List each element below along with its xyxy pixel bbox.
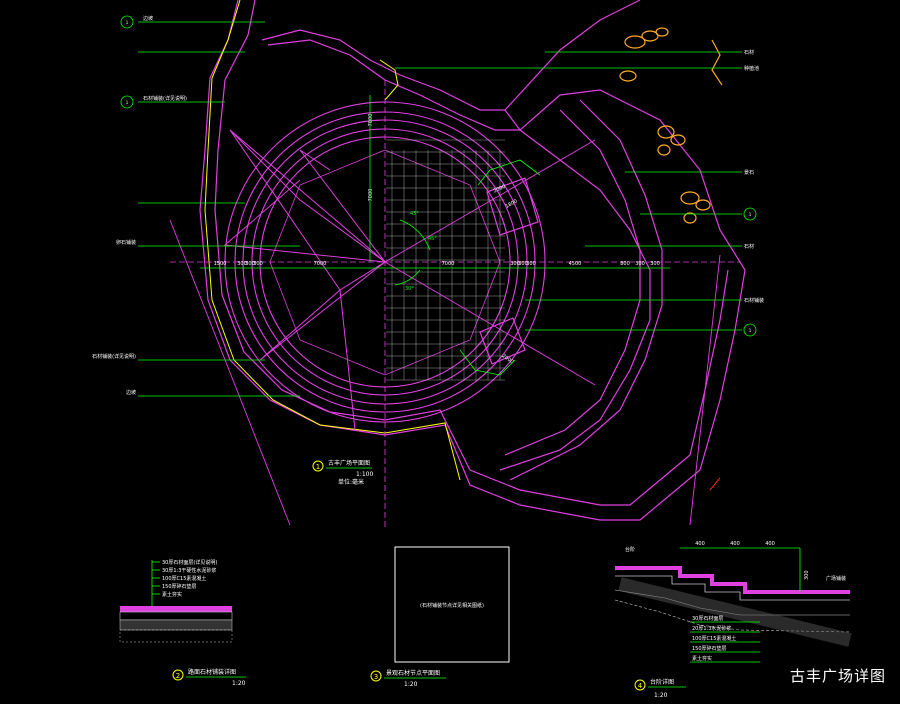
detail-4-layer-note: 20厚1:3水泥砂浆: [692, 625, 731, 632]
detail-4-layer-note: 150厚碎石垫层: [692, 645, 727, 652]
detail-3-box: (石材铺装节点详见相关图纸) 3 景观石材节点平面图 1:20: [370, 546, 510, 688]
angle-label: 45°: [410, 211, 419, 217]
detail-2-layer-note: 30厚1:3干硬性水泥砂浆: [162, 567, 216, 574]
radial-dim-label: 7000: [368, 189, 374, 202]
detail-2-index: 2: [176, 672, 180, 680]
planter-boxes: [479, 177, 539, 365]
dim-label: 7000: [442, 261, 455, 267]
left-callout-label: 石材铺装(详见说明): [92, 353, 136, 360]
radial-dim-label: 2000: [493, 184, 507, 195]
main-plan-note: 单位:毫米: [338, 478, 364, 486]
right-callout-label: 种植池: [744, 65, 759, 72]
dim-label: 300: [253, 261, 263, 267]
right-callout-label: 景石: [744, 169, 754, 176]
radial-dim-label: 7000: [368, 114, 374, 127]
dim-label: 300: [245, 261, 255, 267]
left-callout-label: 卵石铺装: [116, 239, 136, 246]
main-plan-scale: 1:100: [356, 471, 373, 478]
paving-grid: [386, 139, 505, 381]
left-callout-index: 1: [126, 100, 129, 105]
detail-2-layer-note: 100厚C15素混凝土: [162, 575, 206, 582]
detail-4-layer-note: 素土夯实: [692, 655, 712, 662]
dim-label: 300: [510, 261, 520, 267]
detail-4-scale: 1:20: [654, 692, 668, 699]
landscape-rocks: [619, 27, 723, 224]
right-callout-label: 石材: [744, 49, 754, 56]
detail-4-dim: 400: [730, 541, 740, 547]
boundary-yellow-edge: [204, 0, 461, 481]
angle-label: 45°: [428, 236, 437, 242]
left-callout-index: 1: [126, 20, 129, 25]
detail-3-placeholder: (石材铺装节点详见相关图纸): [420, 602, 484, 609]
detail-2-layer-note: 150厚碎石垫层: [162, 583, 197, 590]
detail-4-layer-note: 30厚石材面层: [692, 615, 723, 622]
right-callout-label: 石材: [744, 243, 754, 250]
main-plan-index: 1: [316, 463, 320, 471]
dim-label: 1500: [214, 261, 227, 267]
detail-2-scale: 1:20: [232, 680, 246, 687]
dim-label: 300: [635, 261, 645, 267]
detail-4-step-section: 400 400 400 300 30厚石材面层 20厚1:3水泥砂浆 100厚C15素混凝…: [614, 541, 852, 699]
drawing-title: 古丰广场详图: [789, 667, 886, 685]
radial-dim-label: 1800: [504, 198, 518, 210]
dim-label: 300: [518, 261, 528, 267]
detail-2-layer-note: 素土夯实: [162, 591, 182, 598]
right-callout-index: 1: [749, 212, 752, 217]
left-callout-label: 边坡: [143, 15, 153, 22]
detail-4-dim: 400: [695, 541, 705, 547]
detail-4-index: 4: [638, 682, 643, 690]
detail-3-index: 3: [374, 673, 378, 681]
dim-label: 300: [237, 261, 247, 267]
detail-4-dim: 400: [765, 541, 775, 547]
detail-3-title: 景观石材节点平面图: [386, 669, 440, 677]
detail-2-layer-note: 30厚石材面层(详见说明): [162, 559, 217, 566]
detail-4-right-note: 广场铺装: [826, 575, 846, 582]
dim-label: 7000: [314, 261, 327, 267]
red-marks: [709, 477, 721, 491]
dim-label: 300: [650, 261, 660, 267]
index-circle: [743, 207, 757, 221]
detail-2-title: 路面石材铺装详图: [188, 668, 236, 676]
detail-2-paving-section: 30厚石材面层(详见说明)30厚1:3干硬性水泥砂浆100厚C15素混凝土150…: [119, 559, 246, 687]
dim-label: 800: [620, 261, 630, 267]
detail-3-scale: 1:20: [404, 681, 418, 688]
dim-label: 300: [526, 261, 536, 267]
angle-texts: 45° 45° 30°: [405, 211, 437, 292]
radial-dims: [369, 95, 541, 376]
main-plan-title: 1 古丰广场平面图 1:100 单位:毫米: [312, 459, 373, 486]
center-axis: [170, 80, 740, 530]
index-circle: [120, 95, 134, 109]
right-callout-label: 石材铺装: [744, 297, 764, 304]
angle-label: 30°: [405, 286, 414, 292]
detail-4-side-dim: 300: [804, 570, 810, 580]
left-callout-label: 边坡: [126, 389, 136, 396]
detail-4-left-note: 台阶: [625, 546, 635, 553]
dim-label: 4500: [569, 261, 582, 267]
detail-4-layer-note: 100厚C15素混凝土: [692, 635, 736, 642]
left-callout-label: 石材铺装(详见说明): [143, 95, 187, 102]
index-circle: [743, 323, 757, 337]
index-circle: [120, 15, 134, 29]
right-callout-index: 1: [749, 328, 752, 333]
main-plan-title-text: 古丰广场平面图: [328, 459, 370, 467]
detail-4-title: 台阶详图: [650, 678, 674, 686]
